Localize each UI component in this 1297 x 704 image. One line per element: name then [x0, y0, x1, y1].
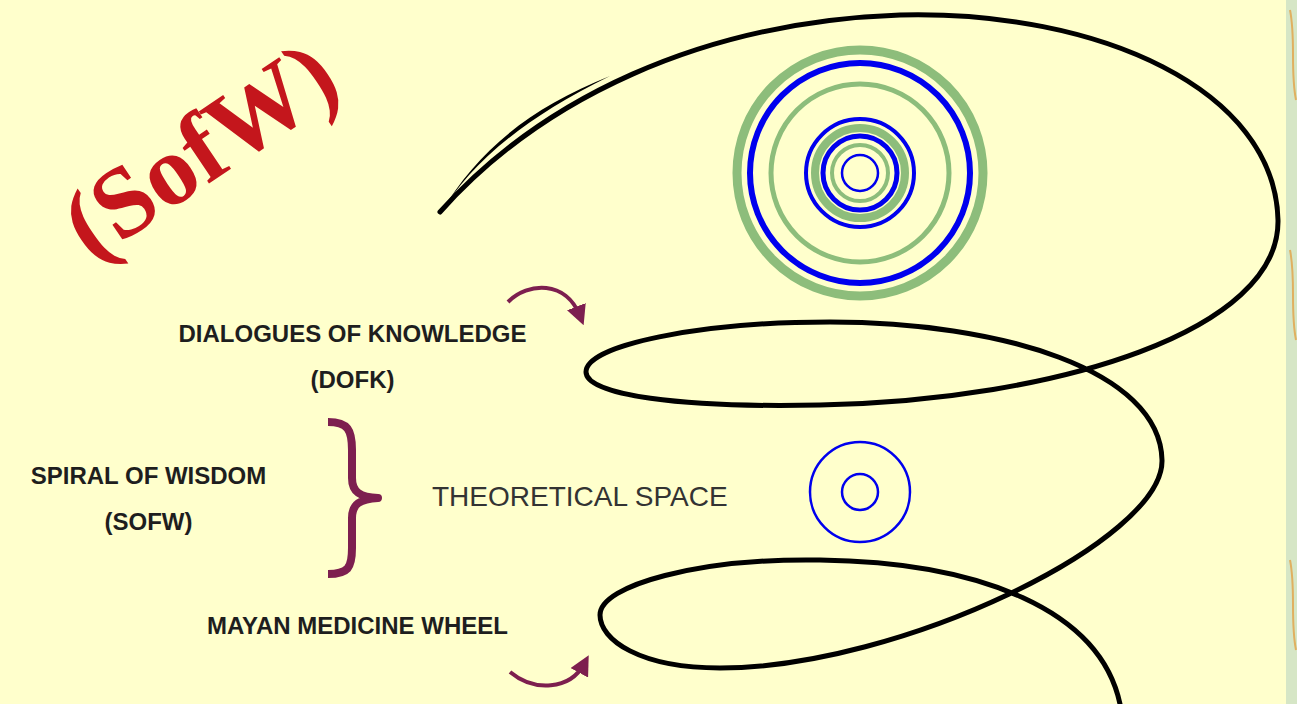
label-holder: MAYAN MEDICINE WHEEL: [207, 603, 508, 649]
small-circles: [810, 442, 910, 542]
edge-ornament: [1290, 560, 1296, 650]
section-label: MAYAN MEDICINE WHEEL: [207, 603, 508, 649]
title-text: (SofW): [45, 23, 354, 277]
edge-ornament: [1290, 250, 1296, 340]
curly-brace: [328, 422, 378, 574]
blue-ring: [810, 442, 910, 542]
green-ring: [771, 84, 949, 262]
blue-ring: [842, 474, 878, 510]
blue-ring: [842, 155, 878, 191]
edge-strip: [1286, 0, 1297, 704]
green-ring: [737, 50, 983, 296]
space-label: THEORETICAL SPACE: [432, 480, 728, 514]
blue-ring: [823, 136, 897, 210]
curved-arrow: [510, 664, 584, 685]
label-holder: SPIRAL OF WISDOM (SOFW): [0, 453, 312, 545]
section-label: SPIRAL OF WISDOM (SOFW): [0, 453, 312, 545]
green-ring: [832, 145, 888, 201]
curved-arrow: [508, 288, 580, 316]
blue-ring: [806, 119, 914, 227]
concentric-circles: [737, 50, 983, 296]
section-label: DIALOGUES OF KNOWLEDGE (DOFK): [135, 311, 570, 403]
label-holder: DIALOGUES OF KNOWLEDGE (DOFK): [135, 311, 570, 403]
blue-ring: [750, 63, 970, 283]
spiral-line: [440, 15, 1278, 704]
label-holder: THEORETICAL SPACE: [432, 480, 728, 514]
label-holder: (SofW): [45, 23, 354, 277]
green-ring: [815, 128, 905, 218]
edge-ornament: [1290, 10, 1296, 100]
